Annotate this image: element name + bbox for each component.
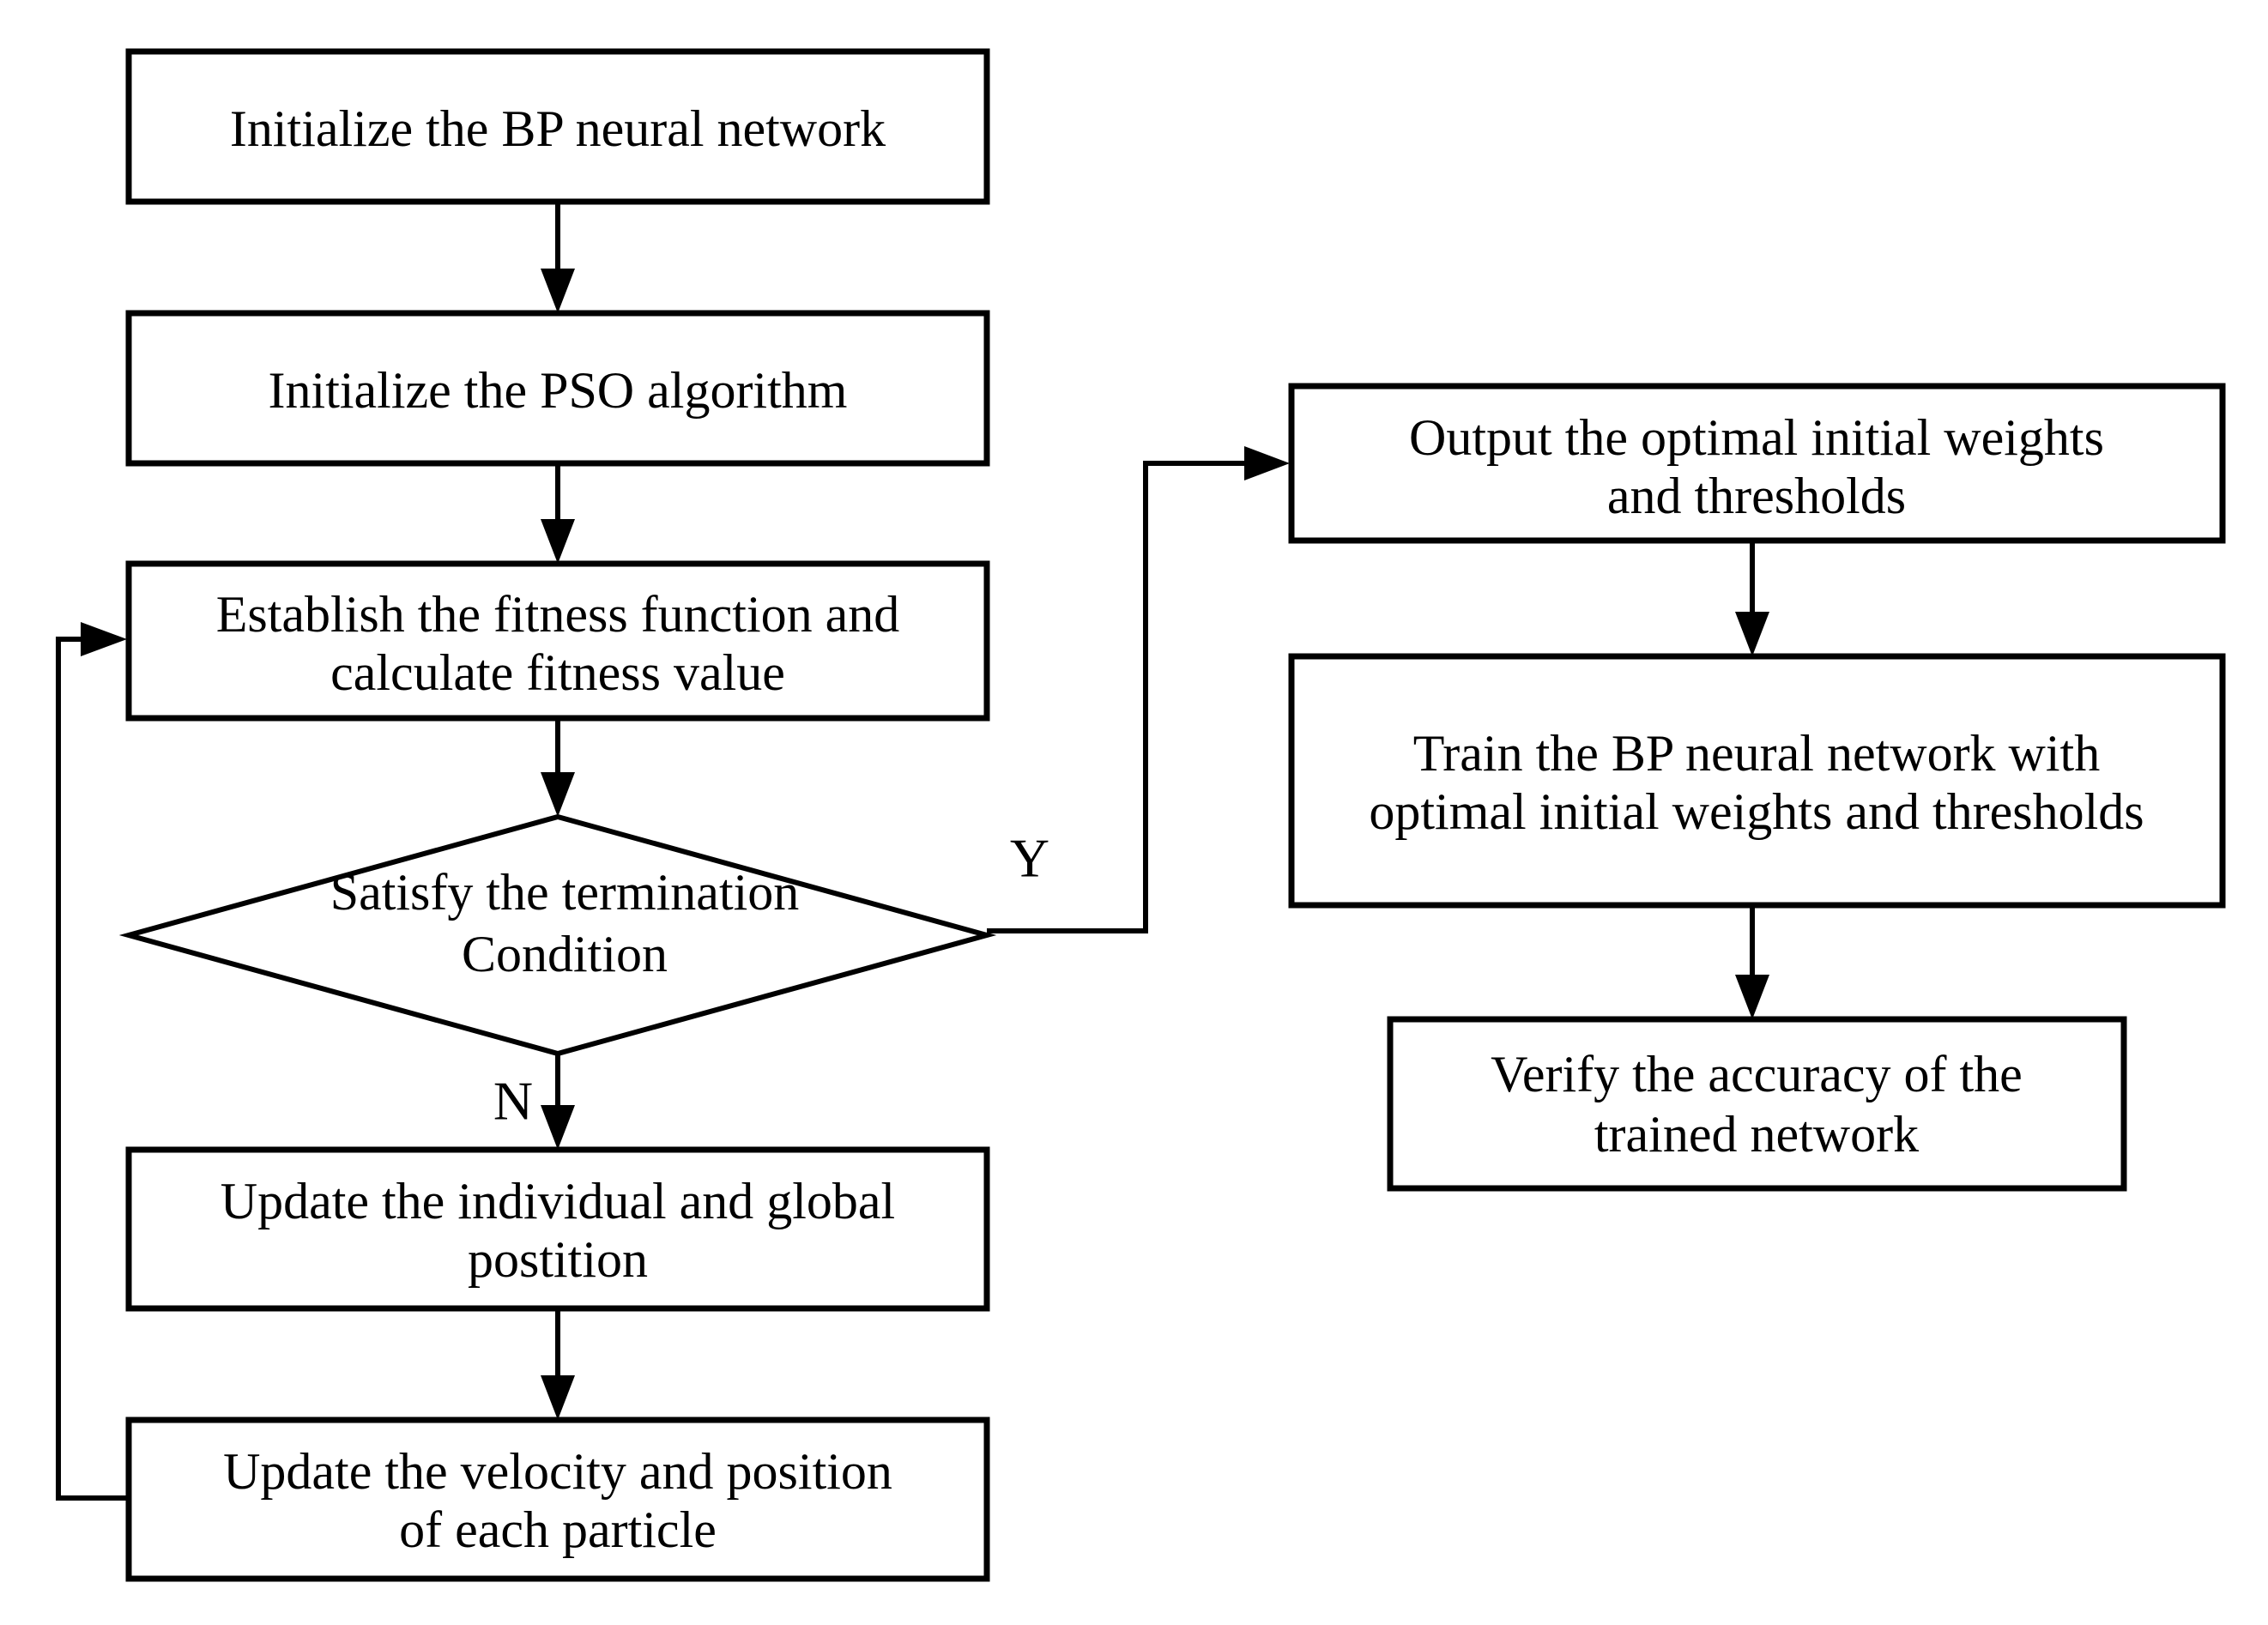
node-update-velocity: Update the velocity and position of each… [125, 1417, 990, 1582]
arrow-yes-branch [987, 446, 1290, 933]
arrow-fitness-to-decision [541, 720, 575, 817]
arrow-initpso-to-fitness-head [541, 519, 575, 564]
node-verify-accuracy-label-line1: Verify the accuracy of the [1491, 1046, 2023, 1102]
node-initialize-pso-label: Initialize the PSO algorithm [269, 362, 848, 419]
branch-label-no: N [493, 1071, 533, 1132]
node-verify-accuracy-box [1387, 1016, 2127, 1192]
node-train-network-label-line1: Train the BP neural network with [1413, 725, 2100, 782]
node-update-position: Update the individual and global postiti… [125, 1146, 990, 1312]
node-output-weights: Output the optimal initial weights and t… [1288, 383, 2226, 544]
node-output-weights-box [1288, 383, 2226, 544]
node-initialize-bp-box [125, 48, 990, 205]
arrow-feedback-loop [56, 622, 129, 1501]
decision-termination: Satisfy the termination Condition [118, 813, 997, 1057]
node-establish-fitness-label-line2: calculate fitness value [330, 644, 785, 701]
decision-termination-label-line2: Condition [462, 926, 668, 982]
node-update-position-label-line2: postition [468, 1231, 648, 1288]
arrow-updatepos-to-updatevel-head [541, 1375, 575, 1420]
arrow-initbp-to-initpso [541, 203, 575, 313]
branch-label-yes: Y [1010, 828, 1049, 889]
arrow-output-to-train-head [1735, 612, 1769, 656]
arrow-initpso-to-fitness [541, 465, 575, 564]
arrow-output-to-train [1735, 542, 1769, 656]
arrow-no-branch-head [541, 1105, 575, 1150]
node-establish-fitness-label-line1: Establish the fitness function and [216, 586, 900, 643]
arrow-yes-branch-head [1244, 446, 1290, 480]
node-update-position-label-line1: Update the individual and global [221, 1173, 895, 1229]
arrow-feedback-loop-head [81, 622, 127, 656]
arrow-fitness-to-decision-head [541, 772, 575, 817]
node-update-velocity-label-line2: of each particle [399, 1501, 717, 1558]
arrow-yes-branch-line [987, 461, 1246, 933]
node-verify-accuracy-label-line2: trained network [1594, 1106, 1919, 1163]
node-update-position-box [125, 1146, 990, 1312]
arrow-updatepos-to-updatevel [541, 1310, 575, 1420]
node-train-network-box [1288, 653, 2226, 909]
node-initialize-pso-box [125, 310, 990, 467]
node-train-network: Train the BP neural network with optimal… [1288, 653, 2226, 909]
arrow-no-branch [541, 1055, 575, 1150]
decision-termination-label-line1: Satisfy the termination [330, 864, 800, 921]
node-train-network-label-line2: optimal initial weights and thresholds [1369, 783, 2144, 840]
node-output-weights-label-line2: and thresholds [1607, 468, 1906, 524]
node-initialize-bp: Initialize the BP neural network [125, 48, 990, 205]
decision-termination-diamond [118, 813, 997, 1057]
node-update-velocity-label-line1: Update the velocity and position [223, 1443, 892, 1500]
node-establish-fitness: Establish the fitness function and calcu… [125, 560, 990, 722]
node-verify-accuracy: Verify the accuracy of the trained netwo… [1387, 1016, 2127, 1192]
arrow-feedback-loop-line [56, 637, 129, 1501]
node-initialize-pso: Initialize the PSO algorithm [125, 310, 990, 467]
node-output-weights-label-line1: Output the optimal initial weights [1409, 409, 2104, 466]
arrow-initbp-to-initpso-head [541, 269, 575, 313]
node-initialize-bp-label: Initialize the BP neural network [230, 100, 886, 157]
arrow-train-to-verify [1735, 907, 1769, 1019]
arrow-train-to-verify-head [1735, 975, 1769, 1019]
